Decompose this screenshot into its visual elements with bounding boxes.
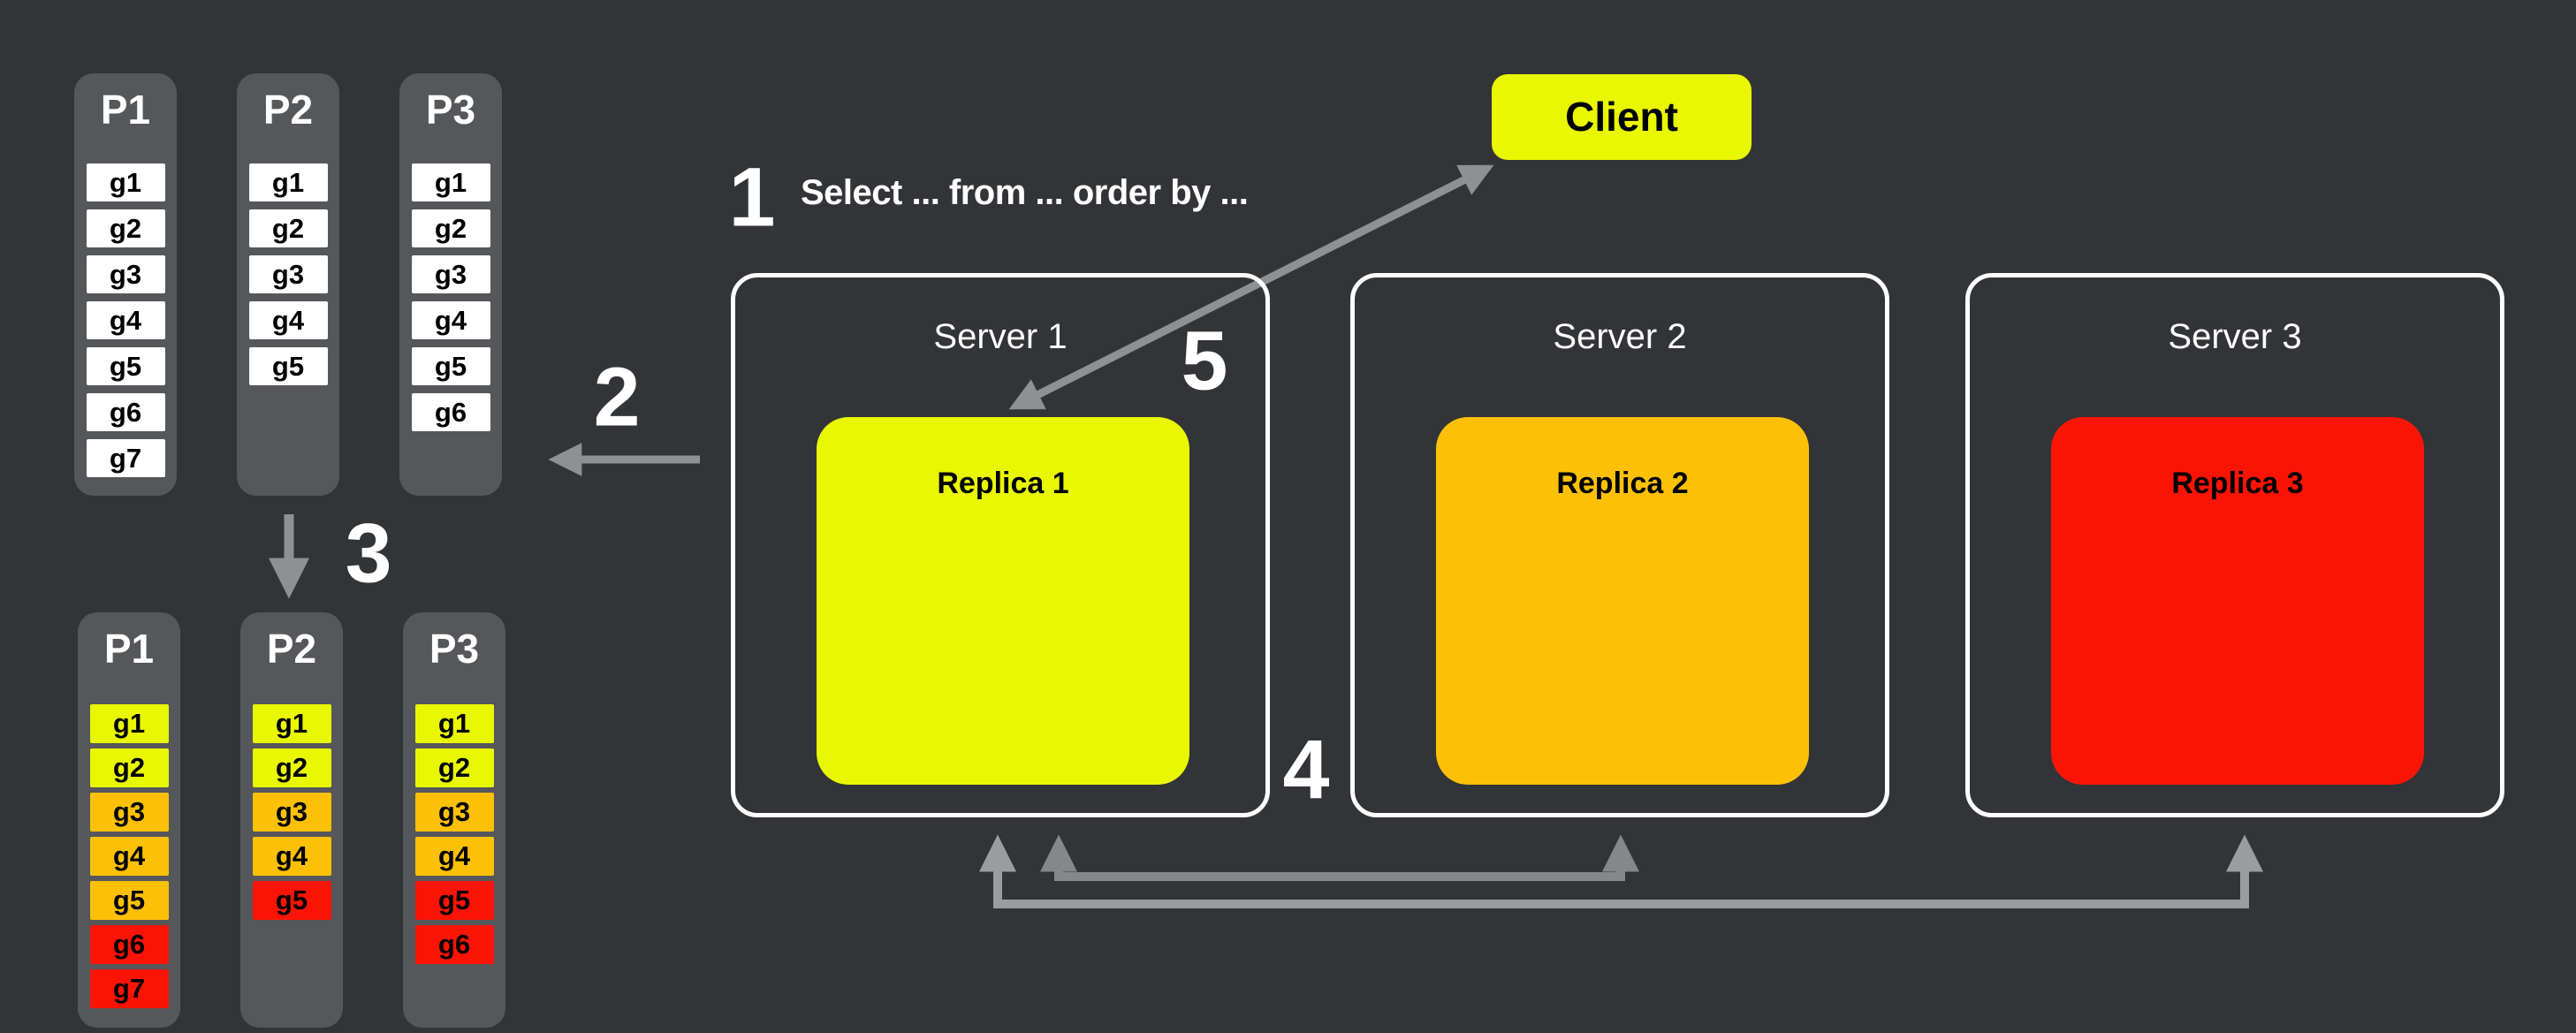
unsorted-cell-p3-g1: g1 [411,163,490,201]
replica-1-label: Replica 1 [937,467,1069,500]
unsorted-title-p3: P3 [425,87,476,133]
sorted-cell-p2-g1: g1 [252,704,331,743]
sorted-title-p3: P3 [429,626,480,672]
sorted-column-p1: P1 g1 g2 g3 g4 g5 g6 g7 [78,612,180,1028]
sorted-cell-p2-g3: g3 [252,793,331,832]
sorted-cell-p3-g3: g3 [414,793,494,832]
sorted-cell-p1-g6: g6 [89,925,169,964]
step-3-number: 3 [345,506,392,601]
step-4-number: 4 [1282,723,1330,817]
unsorted-cell-p3-g3: g3 [411,255,490,293]
unsorted-cell-p3-g2: g2 [411,209,490,247]
unsorted-cell-p1-g3: g3 [86,255,165,293]
partition-group-unsorted: P1 g1 g2 g3 g4 g5 g6 g7 P2 g1 g2 g3 g4 g5 P3 g1 g2 g3 g4 g5… [74,73,502,496]
unsorted-cell-p2-g5: g5 [248,347,328,385]
sorted-cell-p1-g3: g3 [89,793,169,832]
replica-1-box: Replica 1 [817,417,1189,785]
sorted-cell-p1-g7: g7 [89,969,169,1008]
unsorted-title-p2: P2 [262,87,314,133]
server-1-box: Server 1 Replica 1 [731,273,1270,817]
sorted-cell-p3-g4: g4 [414,837,494,876]
unsorted-cell-p1-g5: g5 [86,347,165,385]
sorted-cell-p3-g6: g6 [414,925,494,964]
server1-server3-connector [979,834,2263,908]
unsorted-column-p2: P2 g1 g2 g3 g4 g5 [237,73,339,496]
sorted-cell-p3-g2: g2 [414,748,494,787]
replica-2-label: Replica 2 [1556,467,1689,500]
sorted-cell-p2-g2: g2 [252,748,331,787]
step-2-number: 2 [593,350,641,444]
unsorted-cell-p2-g4: g4 [248,301,328,339]
unsorted-cell-p3-g4: g4 [411,301,490,339]
server-3-title: Server 3 [2168,317,2302,356]
sorted-title-p2: P2 [266,626,317,672]
server-3-box: Server 3 Replica 3 [1965,273,2504,817]
server-2-title: Server 2 [1553,317,1687,356]
sorted-cell-p1-g4: g4 [89,837,169,876]
replica-2-box: Replica 2 [1436,417,1809,785]
unsorted-cell-p2-g2: g2 [248,209,328,247]
replica-3-label: Replica 3 [2171,467,2304,500]
query-text: Select ... from ... order by ... [801,173,1249,212]
sorted-title-p1: P1 [103,626,155,672]
unsorted-cell-p1-g6: g6 [86,393,165,431]
unsorted-cell-p3-g6: g6 [411,393,490,431]
client-label: Client [1565,94,1678,140]
unsorted-cell-p2-g3: g3 [248,255,328,293]
step-1-number: 1 [728,150,776,245]
sorted-cell-p2-g5: g5 [252,881,331,920]
sorted-cell-p1-g5: g5 [89,881,169,920]
sorted-cell-p3-g1: g1 [414,704,494,743]
unsorted-cell-p1-g7: g7 [86,439,165,477]
server-2-box: Server 2 Replica 2 [1350,273,1889,817]
unsorted-cell-p2-g1: g1 [248,163,328,201]
unsorted-cell-p1-g4: g4 [86,301,165,339]
sorted-column-p3: P3 g1 g2 g3 g4 g5 g6 [403,612,505,1028]
unsorted-column-p3: P3 g1 g2 g3 g4 g5 g6 [399,73,502,496]
unsorted-cell-p3-g5: g5 [411,347,490,385]
unsorted-cell-p1-g2: g2 [86,209,165,247]
unsorted-title-p1: P1 [100,87,151,133]
sorted-cell-p3-g5: g5 [414,881,494,920]
client-box: Client [1492,74,1752,160]
step-5-number: 5 [1181,314,1228,408]
unsorted-cell-p1-g1: g1 [86,163,165,201]
partition-group-sorted: P1 g1 g2 g3 g4 g5 g6 g7 P2 g1 g2 g3 g4 g5 P3 g1 g2 g3 g4 g5… [78,612,505,1028]
server-1-title: Server 1 [933,317,1068,356]
sorted-cell-p2-g4: g4 [252,837,331,876]
replica-3-box: Replica 3 [2051,417,2424,785]
unsorted-column-p1: P1 g1 g2 g3 g4 g5 g6 g7 [74,73,177,496]
sorted-cell-p1-g2: g2 [89,748,169,787]
sorted-column-p2: P2 g1 g2 g3 g4 g5 [240,612,343,1028]
server1-server2-connector [1040,834,1639,881]
sorted-cell-p1-g1: g1 [89,704,169,743]
